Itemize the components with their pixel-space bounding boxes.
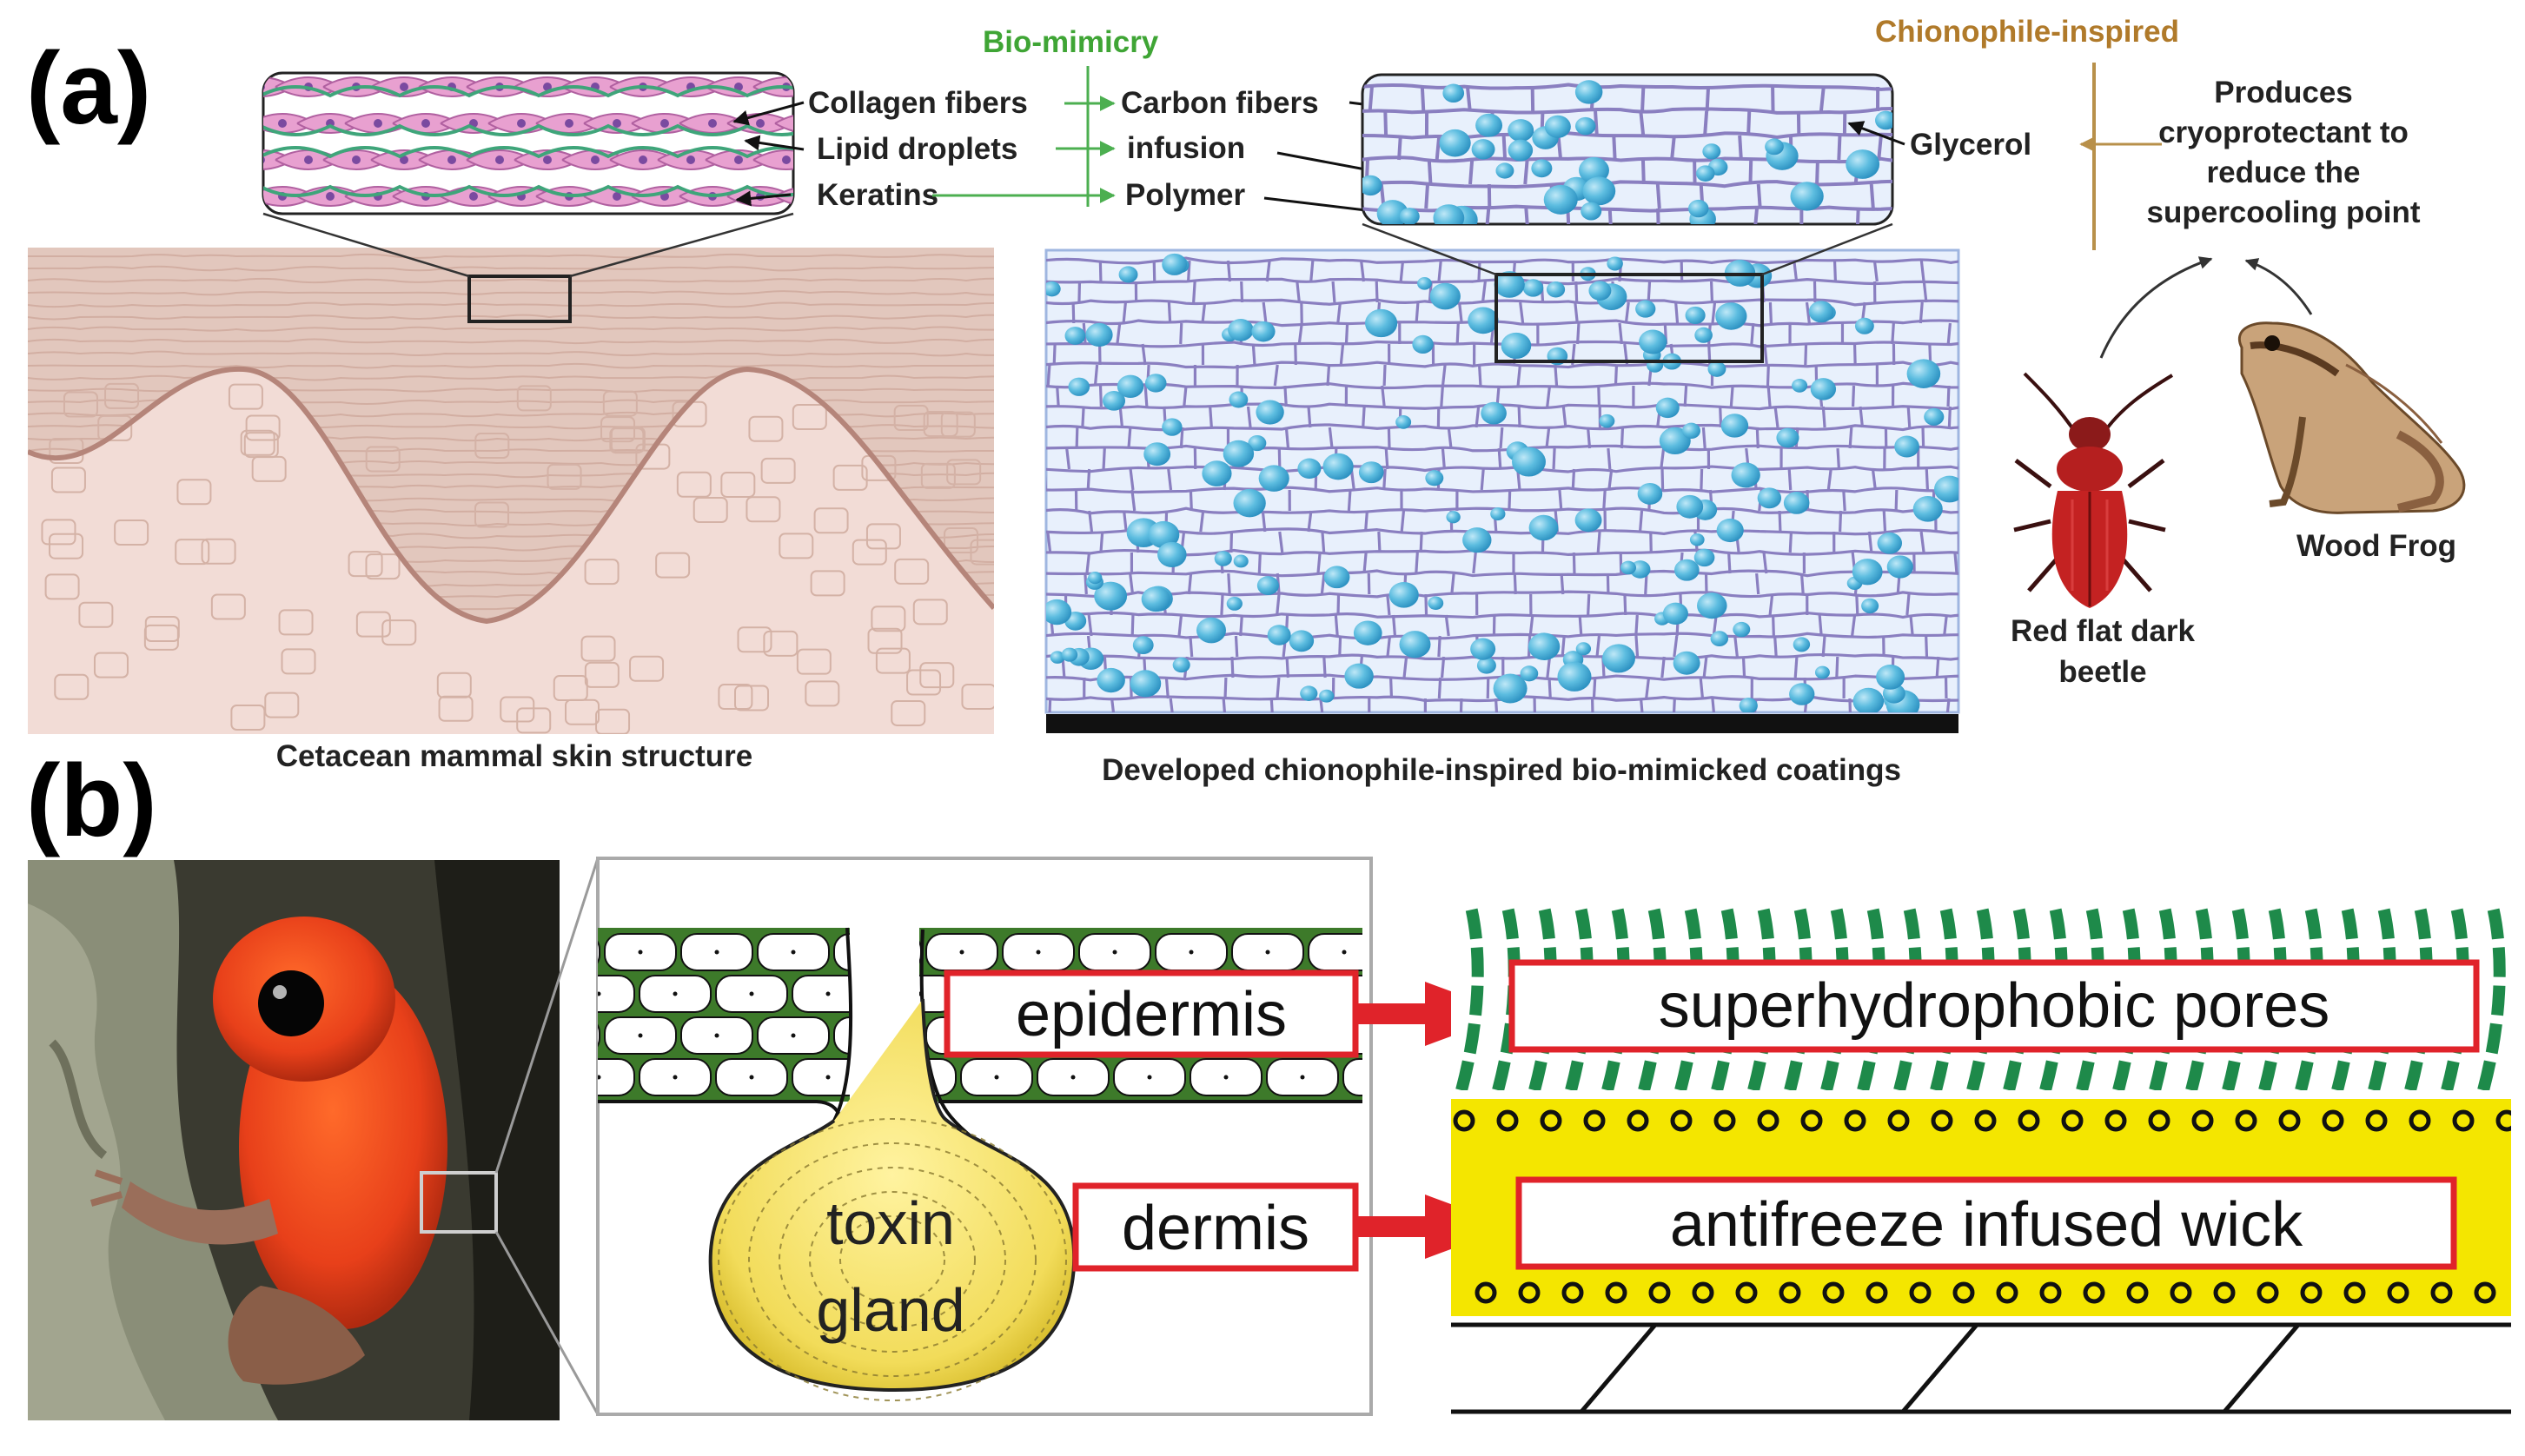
chionophile-section: Chionophile-inspired Glycerol Produces c… [1847, 15, 2466, 689]
cryo-text-line-2: cryoprotectant to [2158, 116, 2409, 149]
skin-inset [262, 71, 795, 278]
polymer-label: Polymer [1125, 178, 1245, 212]
toxin-gland-label-line-1: toxin [826, 1189, 955, 1257]
skin-caption: Cetacean mammal skin structure [276, 739, 753, 773]
cetacean-skin-illustration [28, 248, 994, 734]
cryo-text-line-4: supercooling point [2147, 195, 2421, 229]
mapping-arrows [1357, 982, 1512, 1259]
collagen-fibers-label: Collagen fibers [808, 86, 1028, 120]
bio-mimicry-heading: Bio-mimicry [983, 25, 1159, 59]
pores-label-box [1508, 959, 2480, 1053]
toxin-gland [708, 998, 1077, 1393]
cryo-text-line-3: reduce the [2207, 156, 2361, 189]
frog-skin-cross-section: toxin gland epidermis dermis [596, 857, 1373, 1416]
skin-zoom-region [467, 275, 572, 323]
toxin-gland-label-line-2: gland [816, 1276, 964, 1344]
infusion-label: infusion [1127, 131, 1245, 165]
frog-zoom-region [420, 1171, 498, 1234]
strawberry-poison-frog-photo [28, 857, 600, 1420]
wick-label: antifreeze infused wick [1670, 1190, 2303, 1260]
wood-frog-label: Wood Frog [2296, 529, 2456, 563]
keratins-label: Keratins [817, 178, 938, 212]
glycerol-label: Glycerol [1910, 128, 2031, 162]
beetle-label-line-2: beetle [2058, 655, 2146, 689]
lipid-droplets-label: Lipid droplets [817, 132, 1017, 166]
dermal-papilla-shape [28, 368, 994, 734]
coating-caption: Developed chionophile-inspired bio-mimic… [1102, 753, 1901, 787]
coating-cross-section: superhydrophobic pores antifreeze infuse… [1451, 903, 2511, 1414]
coating-zoom-region [1494, 273, 1764, 363]
carbon-fibers-label: Carbon fibers [1121, 86, 1319, 120]
red-flat-dark-beetle-illustration [2013, 372, 2174, 608]
pores-label: superhydrophobic pores [1659, 971, 2330, 1041]
epidermis-label-box [944, 970, 1359, 1058]
dermis-label: dermis [1122, 1194, 1309, 1263]
coating-substrate [1046, 714, 1958, 733]
chionophile-heading: Chionophile-inspired [1875, 15, 2179, 49]
panel-b-label: (b) [26, 744, 157, 858]
coating-illustration [1044, 248, 1960, 733]
frog-eye [258, 970, 324, 1036]
epidermis-label: epidermis [1016, 980, 1287, 1049]
basement-membrane-line [28, 366, 994, 625]
bio-mimicry-connector: Bio-mimicry Carbon fibers infusion Polym… [932, 25, 1461, 221]
dermis-label-box [1072, 1182, 1359, 1272]
coating-inset [1361, 73, 1894, 276]
panel-a-label: (a) [26, 31, 151, 146]
beetle-label-line-1: Red flat dark [2011, 614, 2196, 648]
wick-label-box [1515, 1176, 2457, 1270]
cryo-text-line-1: Produces [2214, 76, 2353, 109]
wood-frog-illustration [2238, 321, 2466, 514]
skin-inset-labels: Collagen fibers Lipid droplets Keratins [732, 86, 1028, 212]
